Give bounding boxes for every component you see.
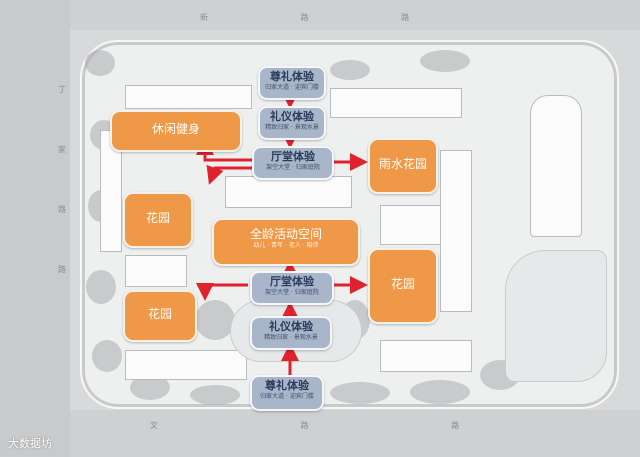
node-hall-lower-title: 厅堂体验: [252, 275, 332, 289]
zone-all-age-sub: 幼儿 · 青年 · 老人 · 陪伴: [214, 242, 358, 250]
node-top-etiquette-sub: 精致归家 · 景观水景: [260, 124, 324, 132]
node-hall-upper-sub: 架空大堂 · 归家庭院: [254, 164, 332, 172]
node-top-ceremony-title: 尊礼体验: [260, 70, 324, 84]
zone-all-age-activity: 全龄活动空间 幼儿 · 青年 · 老人 · 陪伴: [212, 218, 360, 266]
zone-leisure-title: 休闲健身: [112, 122, 240, 137]
node-hall-lower: 厅堂体验 架空大堂 · 归家庭院: [250, 271, 334, 305]
zone-garden-left-title: 花园: [125, 211, 191, 226]
node-bottom-etiquette: 礼仪体验 精致归家 · 景观水景: [250, 316, 332, 350]
node-hall-upper-title: 厅堂体验: [254, 150, 332, 164]
zone-garden-right-title: 花园: [370, 277, 436, 292]
zone-garden-right: 花园: [368, 248, 438, 324]
node-top-ceremony: 尊礼体验 归家大道 · 迎宾门楼: [258, 66, 326, 100]
watermark: 大数据坊: [8, 435, 52, 451]
node-top-etiquette: 礼仪体验 精致归家 · 景观水景: [258, 106, 326, 140]
node-bottom-etiquette-sub: 精致归家 · 景观水景: [252, 334, 330, 342]
arrow-hall-to-garden-left: [210, 168, 252, 182]
node-top-ceremony-sub: 归家大道 · 迎宾门楼: [260, 84, 324, 92]
zone-all-age-title: 全龄活动空间: [214, 227, 358, 242]
node-hall-upper: 厅堂体验 架空大堂 · 归家庭院: [252, 146, 334, 180]
zone-rain-garden: 雨水花园: [368, 138, 438, 194]
zone-garden-left-upper: 花园: [123, 192, 193, 248]
node-bottom-ceremony: 尊礼体验 归家大道 · 迎宾门楼: [250, 375, 324, 411]
node-hall-lower-sub: 架空大堂 · 归家庭院: [252, 289, 332, 297]
zone-garden-left-lower-title: 花园: [125, 307, 195, 322]
zone-leisure-fitness: 休闲健身: [110, 110, 242, 152]
node-top-etiquette-title: 礼仪体验: [260, 110, 324, 124]
zone-rain-garden-title: 雨水花园: [370, 157, 436, 172]
zone-garden-left-lower: 花园: [123, 290, 197, 342]
arrow-hall-lower-to-garden: [205, 285, 248, 298]
node-bottom-ceremony-title: 尊礼体验: [252, 379, 322, 393]
node-bottom-ceremony-sub: 归家大道 · 迎宾门楼: [252, 393, 322, 401]
node-bottom-etiquette-title: 礼仪体验: [252, 320, 330, 334]
